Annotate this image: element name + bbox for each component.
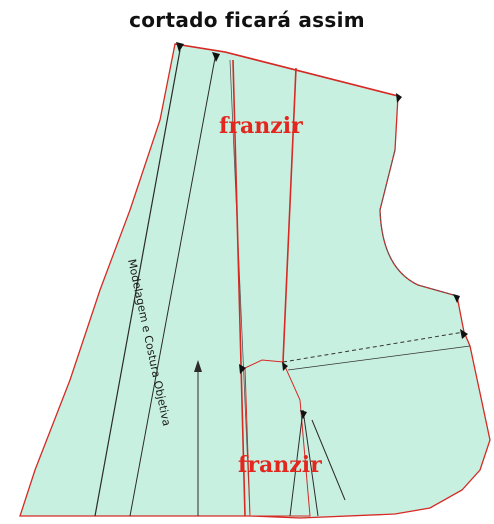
panel-gap (244, 359, 311, 517)
notch-marker (460, 329, 468, 339)
fold-line-1 (94, 49, 181, 517)
fold-line-2 (129, 57, 216, 517)
cut-line-2 (282, 67, 297, 363)
top-cut-edge (174, 43, 399, 97)
lower-panel-edge (287, 345, 471, 371)
page-title: cortado ficará assim (129, 8, 365, 32)
notch-marker (282, 362, 288, 371)
dart-line-1 (302, 409, 319, 517)
franzir-bottom-label: franzir (238, 452, 322, 478)
notch-marker (212, 52, 220, 62)
grain-arrow-icon (194, 360, 202, 372)
dart-line-3 (311, 419, 346, 501)
notch-marker (453, 294, 460, 303)
franzir-top-label: franzir (219, 113, 303, 139)
dart-line-2 (289, 409, 304, 517)
fold-line-3 (229, 59, 251, 517)
notch-marker (300, 410, 307, 419)
notch-marker (239, 364, 246, 374)
armhole-curve (379, 149, 458, 297)
waist-dashed-line (282, 331, 465, 363)
notch-marker (396, 93, 402, 103)
notch-marker (176, 42, 184, 52)
cut-line-1 (232, 59, 246, 517)
